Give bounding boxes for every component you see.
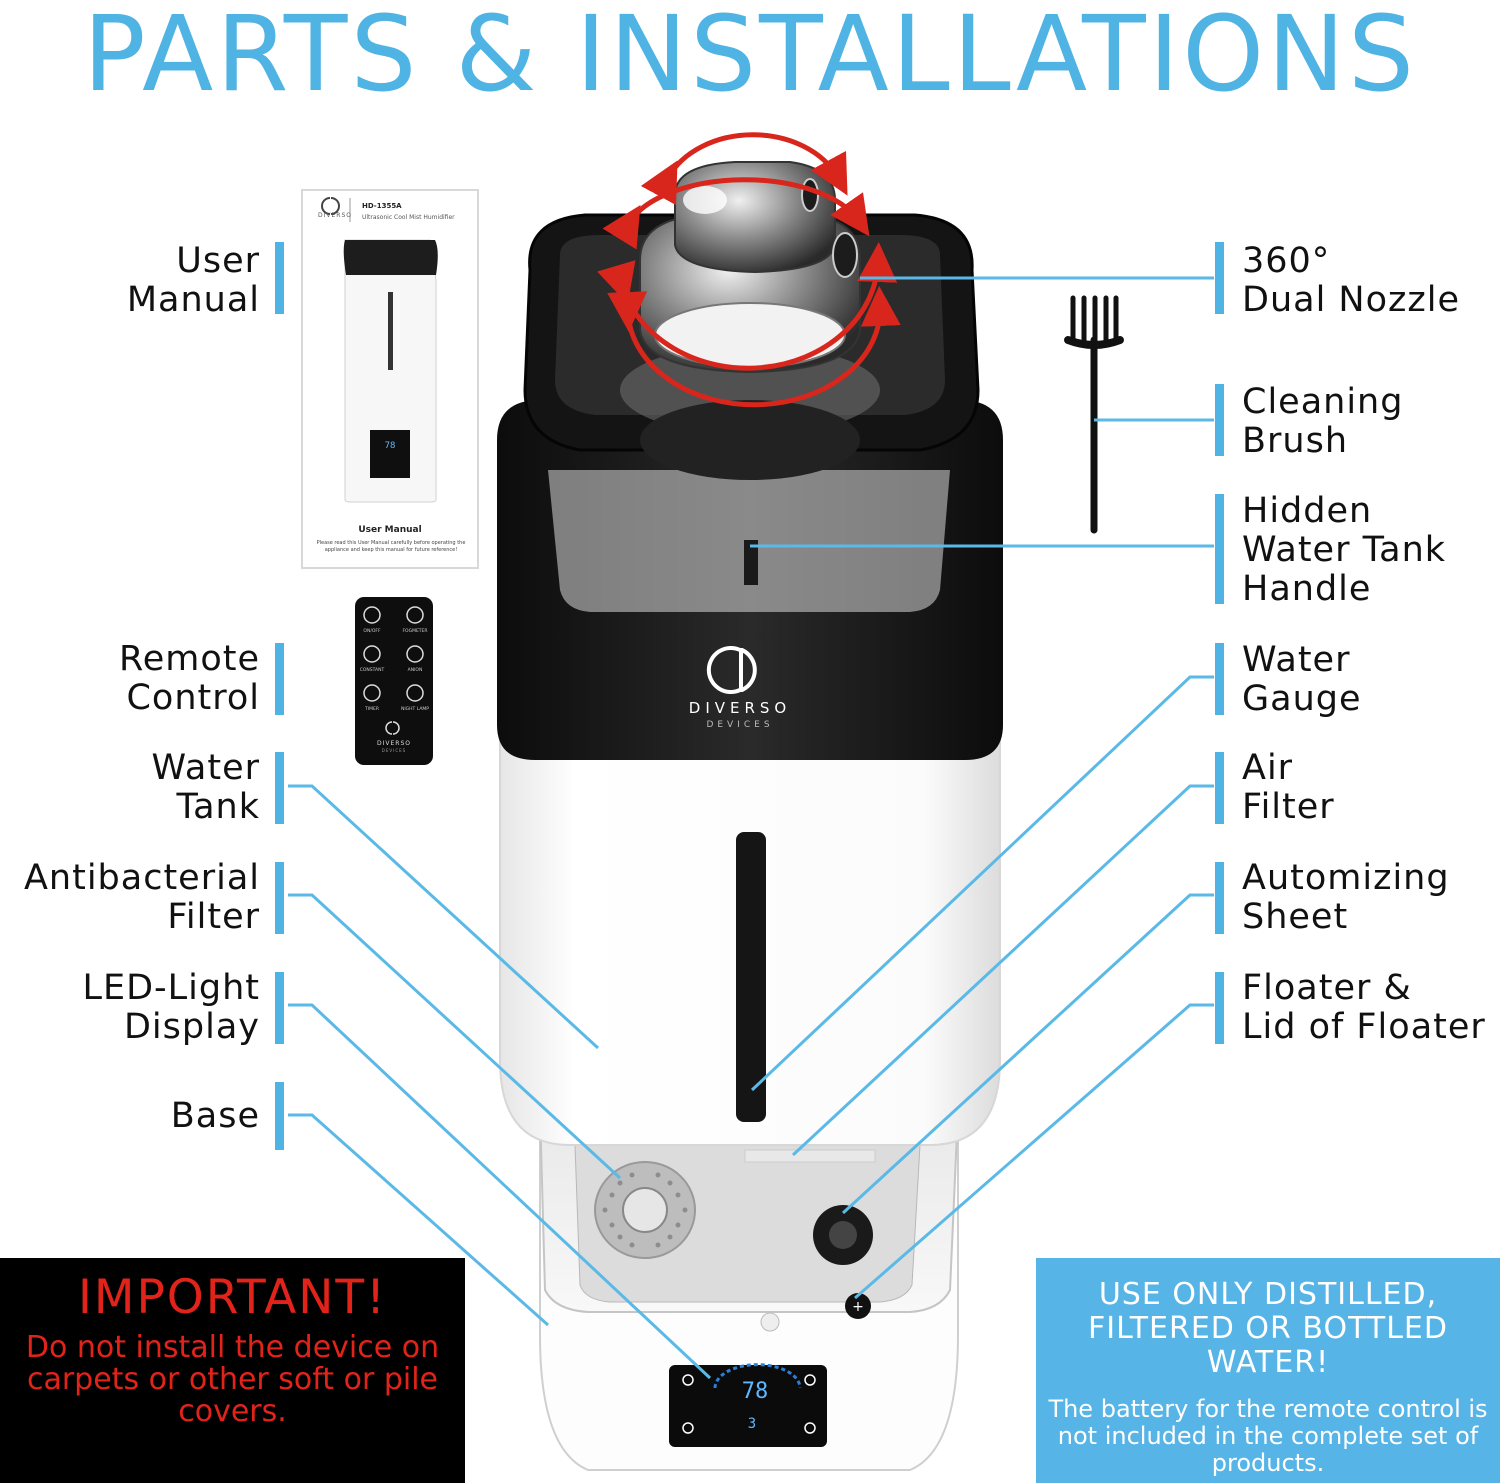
manual-note: Please read this User Manual carefully b… bbox=[316, 540, 466, 553]
label-remote-control: Remote Control bbox=[118, 639, 260, 718]
label-bar bbox=[275, 242, 284, 314]
remote-brand: DIVERSO bbox=[377, 740, 411, 747]
remote-btn-3: ANION bbox=[408, 667, 423, 673]
product-brand: DIVERSO bbox=[689, 699, 791, 717]
rotation-arrows bbox=[597, 132, 901, 408]
label-bar bbox=[275, 972, 284, 1044]
remote-control-image: ON/OFF FOGMETER CONSTANT ANION TIMER NIG… bbox=[355, 597, 433, 765]
label-base: Base bbox=[170, 1096, 260, 1136]
remote-btn-1: FOGMETER bbox=[402, 628, 427, 634]
label-bar bbox=[275, 643, 284, 715]
label-bar bbox=[275, 1082, 284, 1150]
label-bar bbox=[1215, 972, 1224, 1044]
distilled-water-notice: USE ONLY DISTILLED, FILTERED OR BOTTLED … bbox=[1036, 1258, 1500, 1483]
label-bar bbox=[1215, 242, 1224, 314]
diverso-logo bbox=[706, 646, 757, 694]
leader-lines bbox=[288, 276, 1214, 1380]
label-automizing-sheet: Automizing Sheet bbox=[1242, 858, 1450, 937]
label-bar bbox=[275, 752, 284, 824]
water-tank-body: DIVERSO DEVICES bbox=[497, 400, 1003, 1146]
manual-model: HD-1355A bbox=[362, 202, 402, 210]
manual-subtitle: Ultrasonic Cool Mist Humidifier bbox=[362, 214, 455, 221]
distilled-text: The battery for the remote control is no… bbox=[1048, 1395, 1488, 1477]
base-unit: + 78 3 bbox=[538, 1109, 960, 1471]
important-notice: IMPORTANT! Do not install the device on … bbox=[0, 1258, 465, 1483]
label-bar bbox=[1215, 752, 1224, 824]
cleaning-brush bbox=[1064, 295, 1124, 534]
label-water-gauge: Water Gauge bbox=[1242, 640, 1362, 719]
display-value: 78 bbox=[742, 1379, 769, 1404]
label-floater: Floater & Lid of Floater bbox=[1242, 968, 1486, 1047]
label-bar bbox=[1215, 862, 1224, 934]
label-cleaning-brush: Cleaning Brush bbox=[1242, 382, 1404, 461]
remote-brand-sub: DEVICES bbox=[382, 748, 406, 753]
remote-btn-5: NIGHT LAMP bbox=[401, 706, 429, 712]
label-bar bbox=[1215, 384, 1224, 456]
label-antibacterial-filter: Antibacterial Filter bbox=[23, 858, 260, 937]
user-manual-image: 78 User Manual DIVERSO HD-1355A Ultrason… bbox=[301, 189, 479, 569]
manual-display-value: 78 bbox=[385, 441, 396, 451]
product-brand-sub: DEVICES bbox=[706, 720, 773, 730]
label-dual-nozzle: 360° Dual Nozzle bbox=[1242, 241, 1461, 320]
distilled-title: USE ONLY DISTILLED, FILTERED OR BOTTLED … bbox=[1088, 1277, 1448, 1380]
remote-btn-4: TIMER bbox=[364, 706, 379, 712]
remote-btn-0: ON/OFF bbox=[363, 628, 381, 634]
important-title: IMPORTANT! bbox=[78, 1270, 387, 1325]
label-tank-handle: Hidden Water Tank Handle bbox=[1242, 491, 1447, 609]
label-water-tank: Water Tank bbox=[151, 748, 260, 827]
manual-brand: DIVERSO bbox=[318, 212, 352, 219]
remote-btn-2: CONSTANT bbox=[360, 667, 385, 673]
label-bar bbox=[1215, 643, 1224, 715]
label-user-manual: User Manual bbox=[126, 241, 260, 320]
label-led-display: LED-Light Display bbox=[82, 968, 260, 1047]
important-text: Do not install the device on carpets or … bbox=[25, 1330, 440, 1429]
svg-text:+: + bbox=[852, 1299, 864, 1315]
label-bar bbox=[1215, 494, 1224, 604]
manual-heading: User Manual bbox=[358, 525, 421, 535]
label-bar bbox=[275, 862, 284, 934]
display-level: 3 bbox=[748, 1416, 756, 1432]
page-title: PARTS & INSTALLATIONS bbox=[83, 0, 1417, 115]
label-air-filter: Air Filter bbox=[1242, 748, 1335, 827]
